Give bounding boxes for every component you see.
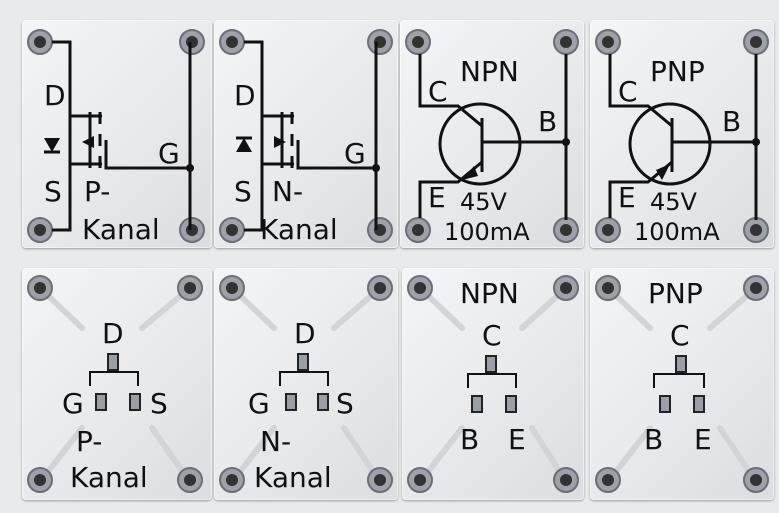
board-n-mosfet-top: D S G N- Kanal <box>214 20 398 248</box>
schematic-pnp <box>595 29 769 243</box>
board-npn-bottom: NPN C B E <box>402 268 584 500</box>
label-e: E <box>694 423 712 456</box>
label-d: D <box>234 79 256 112</box>
mounting-hole <box>219 217 245 243</box>
label-s: S <box>234 175 252 208</box>
schematic-mosfet-n <box>219 29 393 243</box>
label-e: E <box>428 181 446 214</box>
board-pnp-bottom: PNP C B E <box>590 268 774 500</box>
mounting-hole <box>407 275 433 301</box>
label-g: G <box>344 137 366 170</box>
mounting-hole <box>27 467 53 493</box>
label-b: B <box>460 423 480 456</box>
label-current: 100mA <box>444 218 530 246</box>
mounting-hole <box>219 467 245 493</box>
mounting-hole <box>367 29 393 55</box>
label-pnp-title: PNP <box>648 277 703 310</box>
label-d: D <box>294 317 316 350</box>
schematic-npn <box>405 29 579 243</box>
mounting-hole <box>743 29 769 55</box>
label-c: C <box>618 75 638 108</box>
mounting-hole <box>595 29 621 55</box>
footprint-pnp <box>595 275 769 493</box>
label-type: N- <box>260 425 292 458</box>
label-g: G <box>62 387 84 420</box>
mounting-hole <box>177 467 203 493</box>
label-g: G <box>158 137 180 170</box>
mounting-hole <box>743 217 769 243</box>
board-p-mosfet-top: D S G P- Kanal <box>22 20 212 248</box>
footprint-npn <box>407 275 579 493</box>
board-n-mosfet-bottom: D G S N- Kanal <box>214 268 398 500</box>
footprint-mosfet-n <box>219 275 393 493</box>
mounting-hole <box>219 275 245 301</box>
mounting-hole <box>743 275 769 301</box>
label-s: S <box>336 387 354 420</box>
mounting-hole <box>367 217 393 243</box>
mounting-hole <box>595 467 621 493</box>
label-e: E <box>618 181 636 214</box>
mounting-hole <box>553 217 579 243</box>
mounting-hole <box>367 275 393 301</box>
board-pnp-top: PNP C B E 45V 100mA <box>590 20 774 248</box>
label-d: D <box>44 79 66 112</box>
label-d: D <box>102 317 124 350</box>
mounting-hole <box>595 217 621 243</box>
mounting-hole <box>743 467 769 493</box>
label-c: C <box>670 319 690 352</box>
label-b: B <box>722 105 742 138</box>
label-b: B <box>538 105 558 138</box>
label-s: S <box>150 387 168 420</box>
mounting-hole <box>27 217 53 243</box>
label-kanal: Kanal <box>70 461 148 494</box>
label-type: N- <box>272 175 304 208</box>
label-c: C <box>482 319 502 352</box>
label-pnp-title: PNP <box>650 55 705 88</box>
board-p-mosfet-bottom: D G S P- Kanal <box>22 268 212 500</box>
mounting-hole <box>553 275 579 301</box>
schematic-mosfet-p <box>27 29 205 243</box>
mounting-hole <box>27 275 53 301</box>
label-type: P- <box>76 425 103 458</box>
label-c: C <box>428 75 448 108</box>
mounting-hole <box>553 29 579 55</box>
mounting-hole <box>367 467 393 493</box>
mounting-hole <box>179 217 205 243</box>
mounting-hole <box>405 217 431 243</box>
label-kanal: Kanal <box>82 213 160 246</box>
label-g: G <box>248 387 270 420</box>
label-b: B <box>644 423 664 456</box>
label-npn-title: NPN <box>460 277 519 310</box>
mounting-hole <box>553 467 579 493</box>
mounting-hole <box>595 275 621 301</box>
mounting-hole <box>179 29 205 55</box>
mounting-hole <box>27 29 53 55</box>
mounting-hole <box>407 467 433 493</box>
label-voltage: 45V <box>460 188 507 216</box>
mounting-hole <box>219 29 245 55</box>
mounting-hole <box>405 29 431 55</box>
label-current: 100mA <box>634 218 720 246</box>
label-voltage: 45V <box>650 188 697 216</box>
label-type: P- <box>84 175 111 208</box>
label-kanal: Kanal <box>260 213 338 246</box>
label-e: E <box>508 423 526 456</box>
label-s: S <box>44 175 62 208</box>
board-npn-top: NPN C B E 45V 100mA <box>400 20 584 248</box>
label-kanal: Kanal <box>254 461 332 494</box>
mounting-hole <box>177 275 203 301</box>
label-npn-title: NPN <box>460 55 519 88</box>
footprint-mosfet-p <box>27 275 203 493</box>
